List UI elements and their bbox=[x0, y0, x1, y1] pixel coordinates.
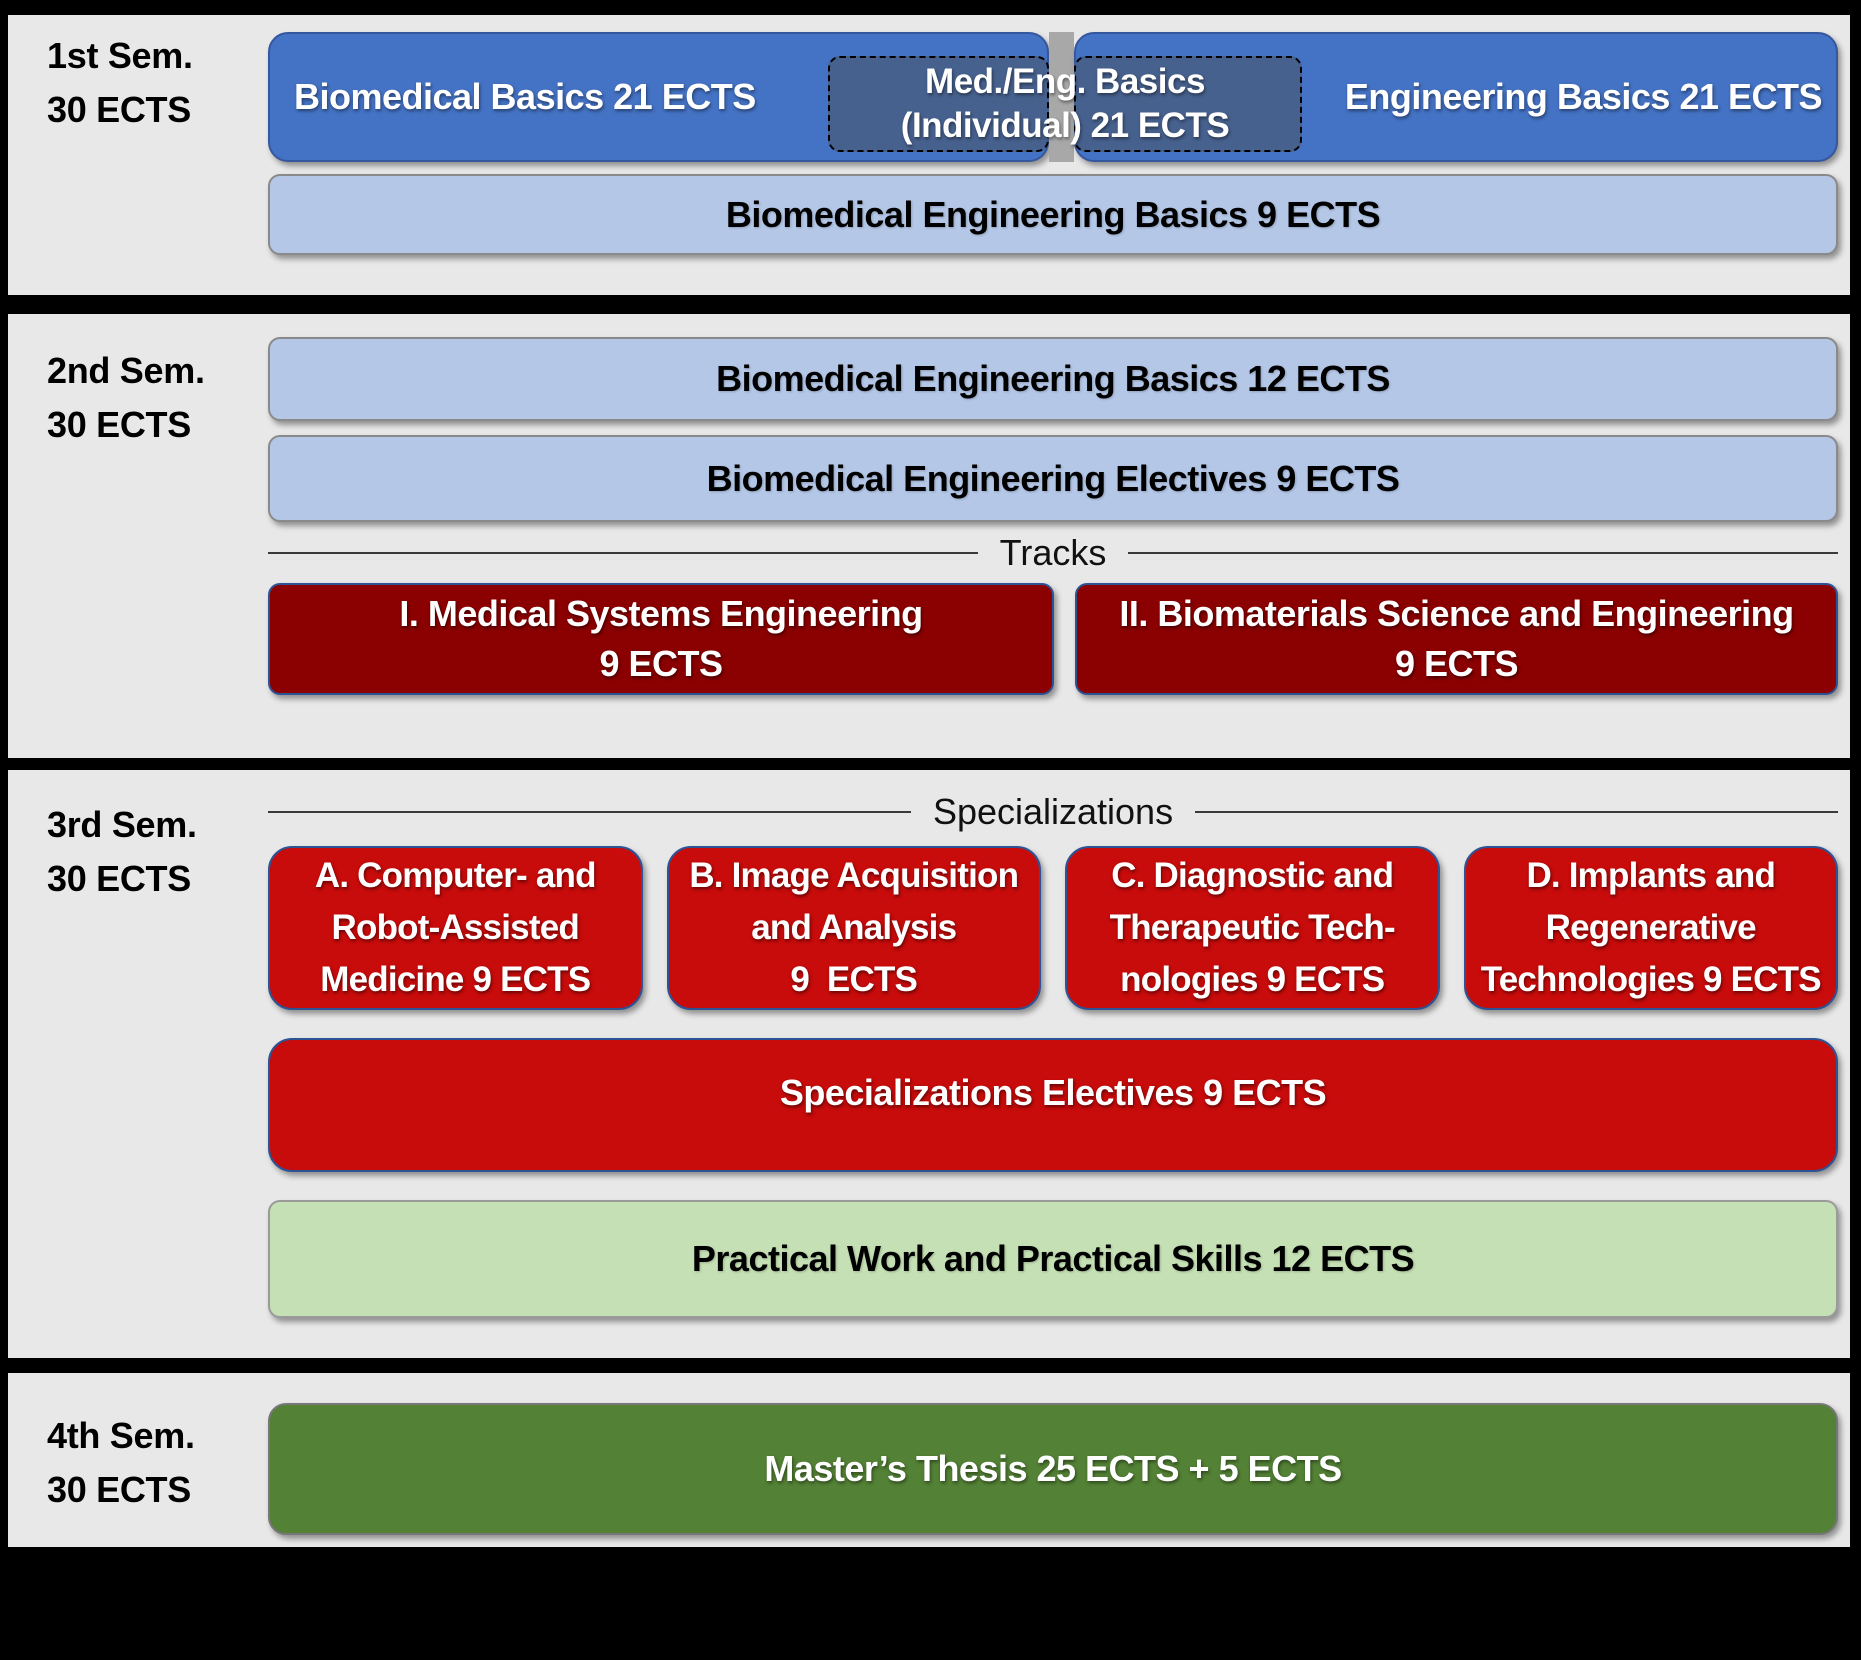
divider-line-left bbox=[268, 811, 911, 813]
box-bme-electives-9: Biomedical Engineering Electives 9 ECTS bbox=[268, 435, 1838, 522]
box-spec-electives-label: Specializations Electives 9 ECTS bbox=[779, 1072, 1327, 1113]
sem1-label: 1st Sem. 30 ECTS bbox=[47, 35, 193, 130]
sem3-label: 3rd Sem. 30 ECTS bbox=[47, 804, 197, 899]
divider-line-right bbox=[1195, 811, 1839, 813]
panel-sem1: 1st Sem. 30 ECTS Biomedical Basics 21 EC… bbox=[8, 15, 1850, 295]
panel-sem2: 2nd Sem. 30 ECTS Biomedical Engineering … bbox=[8, 314, 1850, 758]
tracks-divider-label: Tracks bbox=[999, 532, 1107, 573]
box-track-medical-systems: I. Medical Systems Engineering 9 ECTS bbox=[268, 583, 1054, 695]
box-spec-d-label: D. Implants and Regenerative Technologie… bbox=[1480, 856, 1822, 999]
box-bme-electives-9-label: Biomedical Engineering Electives 9 ECTS bbox=[706, 457, 1400, 499]
box-spec-b-image-acquisition: B. Image Acquisition and Analysis 9 ECTS bbox=[666, 846, 1041, 1010]
med-eng-basics-right-half bbox=[1074, 56, 1302, 152]
box-spec-c-label: C. Diagnostic and Therapeutic Tech- nolo… bbox=[1109, 856, 1396, 999]
specializations-row: A. Computer- and Robot-Assisted Medicine… bbox=[268, 846, 1838, 1010]
box-spec-a-label: A. Computer- and Robot-Assisted Medicine… bbox=[314, 856, 597, 999]
box-spec-d-implants-regenerative: D. Implants and Regenerative Technologie… bbox=[1463, 846, 1838, 1010]
panel-sem4: 4th Sem. 30 ECTS Master’s Thesis 25 ECTS… bbox=[8, 1373, 1850, 1547]
box-track-biomaterials: II. Biomaterials Science and Engineering… bbox=[1075, 583, 1838, 695]
box-bme-basics-9-label: Biomedical Engineering Basics 9 ECTS bbox=[725, 193, 1381, 235]
box-bme-basics-12: Biomedical Engineering Basics 12 ECTS bbox=[268, 337, 1838, 421]
divider-line-left bbox=[268, 552, 978, 554]
sem1-basics-row: Biomedical Basics 21 ECTS Engineering Ba… bbox=[268, 32, 1838, 162]
sem4-label: 4th Sem. 30 ECTS bbox=[47, 1415, 195, 1510]
box-track-medical-systems-label: I. Medical Systems Engineering 9 ECTS bbox=[399, 593, 923, 684]
box-spec-a-computer-robot-medicine: A. Computer- and Robot-Assisted Medicine… bbox=[268, 846, 643, 1010]
specializations-divider-label: Specializations bbox=[932, 791, 1174, 832]
divider-line-right bbox=[1128, 552, 1839, 554]
med-eng-basics-left-half bbox=[828, 56, 1049, 152]
sem2-label: 2nd Sem. 30 ECTS bbox=[47, 350, 205, 445]
tracks-divider: Tracks bbox=[268, 532, 1839, 573]
box-spec-electives: Specializations Electives 9 ECTS bbox=[268, 1038, 1838, 1172]
box-masters-thesis-label: Master’s Thesis 25 ECTS + 5 ECTS bbox=[764, 1448, 1342, 1489]
box-engineering-basics-label: Engineering Basics 21 ECTS bbox=[1344, 76, 1823, 117]
box-practical-work: Practical Work and Practical Skills 12 E… bbox=[268, 1200, 1838, 1318]
specializations-divider: Specializations bbox=[268, 791, 1839, 832]
box-biomedical-basics-label: Biomedical Basics 21 ECTS bbox=[294, 76, 756, 117]
box-bme-basics-12-label: Biomedical Engineering Basics 12 ECTS bbox=[716, 358, 1390, 399]
box-masters-thesis: Master’s Thesis 25 ECTS + 5 ECTS bbox=[268, 1403, 1838, 1535]
box-spec-c-diagnostic-therapeutic: C. Diagnostic and Therapeutic Tech- nolo… bbox=[1065, 846, 1440, 1010]
box-spec-b-label: B. Image Acquisition and Analysis 9 ECTS bbox=[689, 856, 1019, 999]
box-bme-basics-9: Biomedical Engineering Basics 9 ECTS bbox=[268, 174, 1838, 255]
column-gap-strip bbox=[1049, 32, 1074, 162]
panel-sem3: 3rd Sem. 30 ECTS Specializations A. Comp… bbox=[8, 770, 1850, 1358]
box-med-eng-basics: Med./Eng. Basics (Individual) 21 ECTS bbox=[828, 56, 1302, 152]
box-practical-work-label: Practical Work and Practical Skills 12 E… bbox=[691, 1238, 1415, 1279]
box-med-eng-basics-label: Med./Eng. Basics (Individual) 21 ECTS bbox=[900, 62, 1230, 145]
box-track-biomaterials-label: II. Biomaterials Science and Engineering… bbox=[1119, 593, 1794, 684]
